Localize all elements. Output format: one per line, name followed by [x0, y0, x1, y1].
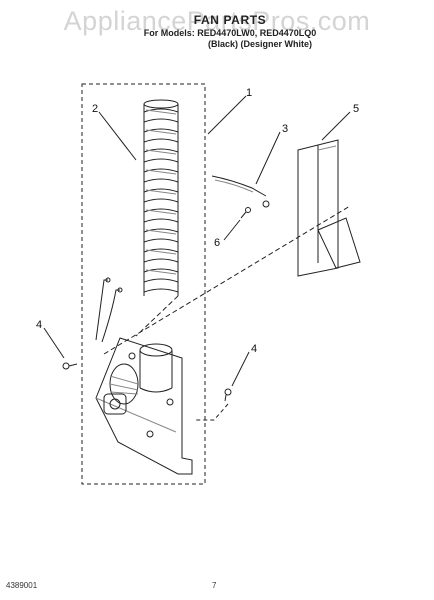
leader-lines [43, 95, 351, 387]
callout-6: 6 [214, 237, 220, 249]
color-line: (Black) (Designer White) [207, 39, 312, 49]
callout-4-right: 4 [251, 343, 257, 355]
page-number: 7 [212, 581, 217, 590]
screw-4-left [62, 362, 78, 370]
cord-piece-shading [214, 179, 254, 193]
page-title: FAN PARTS [193, 13, 267, 27]
screw-4-right [196, 388, 232, 421]
cord-piece [211, 175, 267, 197]
callout-5: 5 [353, 103, 359, 115]
callout-2: 2 [92, 103, 98, 115]
fan-motor-assembly [95, 277, 193, 475]
cord-end [262, 200, 270, 208]
callout-4-left: 4 [36, 319, 42, 331]
bracket [297, 139, 361, 277]
helix-duct [143, 99, 179, 296]
screw-6 [240, 207, 251, 219]
callout-1: 1 [246, 87, 252, 99]
model-line: For Models: RED4470LW0, RED4470LQ0 [143, 28, 317, 38]
connector-line-duct [135, 295, 179, 337]
watermark: AppliancePartsPros.com [63, 6, 371, 36]
assembly-boundary [81, 83, 206, 485]
part-number: 4389001 [6, 581, 38, 590]
callout-3: 3 [282, 123, 288, 135]
